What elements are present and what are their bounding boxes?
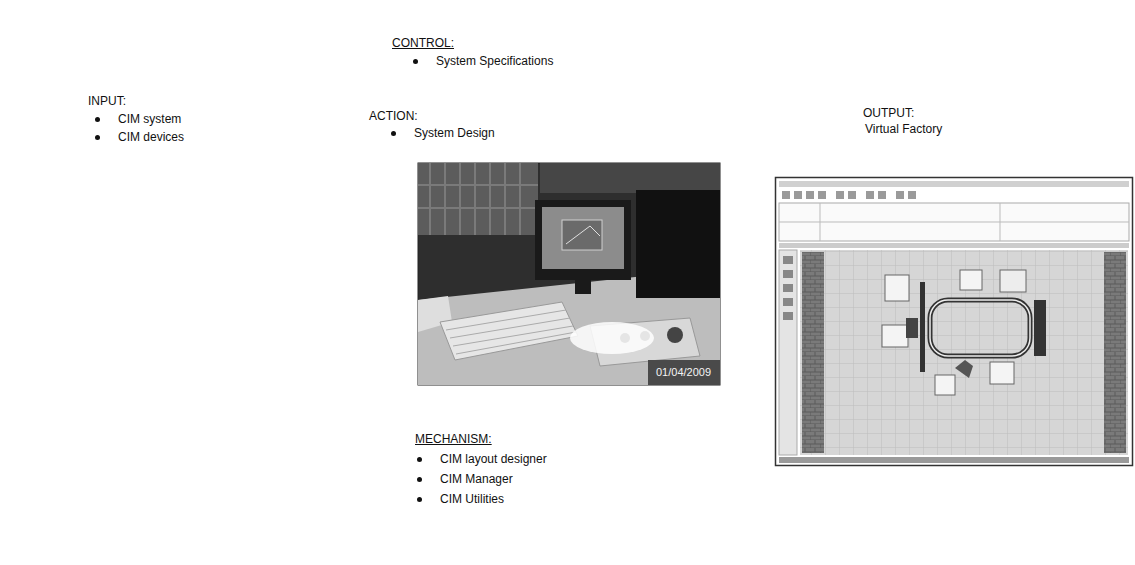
item-text: CIM devices [118,130,184,144]
item-text: CIM Manager [440,472,513,486]
bullet-dot [391,131,396,136]
outline-shape [348,103,768,391]
item-text: System Specifications [436,54,553,68]
output-arrow: OUTPUT: Virtual Factory [775,103,1131,173]
node-outline [348,103,768,391]
item-text: CIM layout designer [440,452,547,466]
heading-text: INPUT: [88,94,126,108]
input-arrow: INPUT: CIM systemCIM devices [12,88,338,380]
bullet-dot [413,59,418,64]
mechanism-arrow: MECHANISM: CIM layout designerCIM Manager… [388,395,786,557]
item-text: System Design [414,126,495,140]
outline-shape [775,103,1131,173]
bullet-dot [417,477,422,482]
heading-text: ACTION: [369,109,418,123]
action-box: ACTION: System Design [348,103,768,391]
outline-shape [388,10,786,100]
outline-shape [12,88,338,380]
node-outline [775,103,1131,173]
item-text: CIM Utilities [440,492,504,506]
item-text: Virtual Factory [865,122,942,136]
control-arrow: CONTROL: System Specifications [388,8,786,100]
bullet-dot [417,497,422,502]
item-text: CIM system [118,112,181,126]
heading-text: MECHANISM: [415,432,492,446]
bullet-dot [95,117,100,122]
bullet-dot [417,457,422,462]
heading-text: CONTROL: [392,36,454,50]
photo-date-stamp: 01/04/2009 [656,366,711,379]
outline-shape [388,395,786,552]
bullet-dot [95,135,100,140]
heading-text: OUTPUT: [863,106,914,120]
